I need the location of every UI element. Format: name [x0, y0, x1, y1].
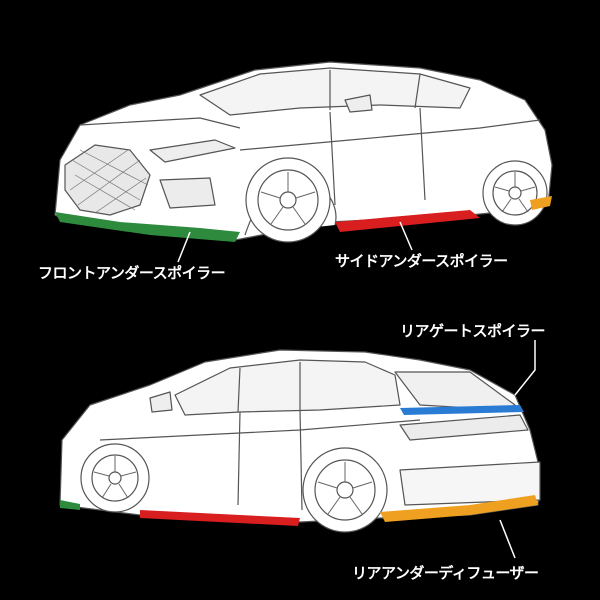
front-view-car-illustration — [54, 61, 553, 263]
side-under-spoiler-label: サイドアンダースポイラー — [335, 252, 508, 270]
front-under-spoiler-label: フロントアンダースポイラー — [38, 264, 226, 282]
rear-gate-spoiler-label: リアゲートスポイラー — [400, 322, 546, 340]
rear-under-diffuser-label: リアアンダーディフューザー — [352, 564, 539, 582]
